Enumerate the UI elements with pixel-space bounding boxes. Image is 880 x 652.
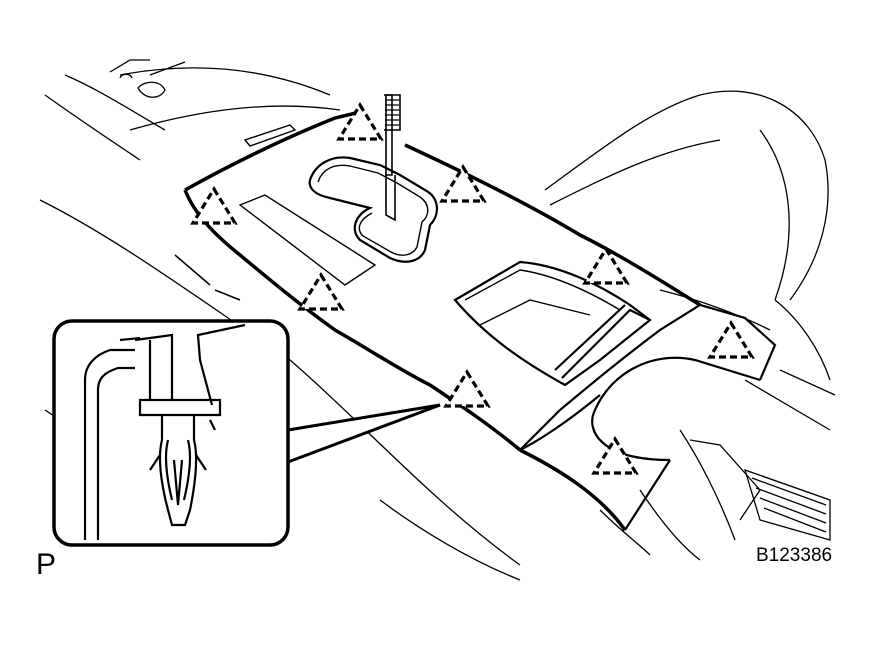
view-label: P (36, 548, 57, 581)
console-panel (174, 94, 777, 532)
callout-pointer (287, 403, 441, 464)
clip-detail-callout (52, 319, 290, 547)
interior-outline (39, 59, 836, 581)
figure-id: B123386 (756, 545, 833, 566)
